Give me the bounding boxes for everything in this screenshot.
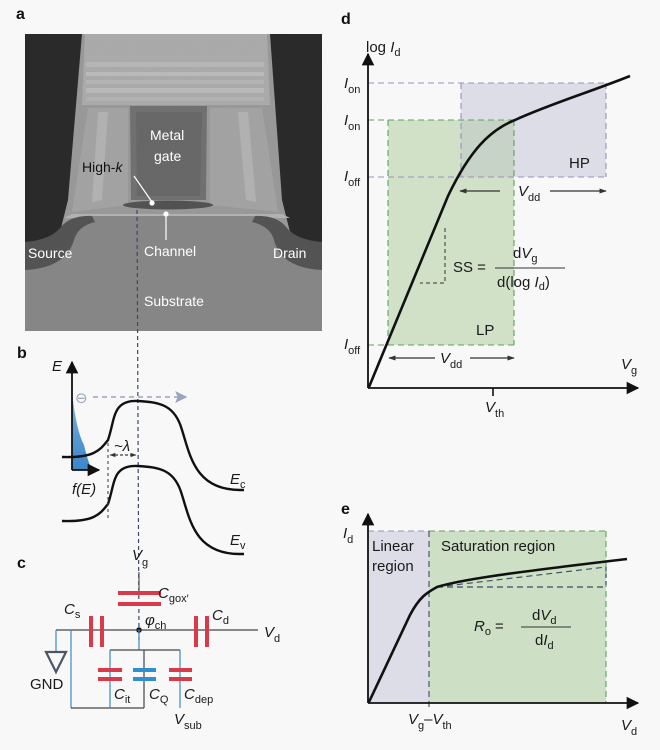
ro-slope-dashed xyxy=(436,566,607,588)
vdd-lp-label: Vdd xyxy=(440,350,462,371)
linear-region-label-line2: region xyxy=(372,558,414,575)
channel-dot xyxy=(163,211,169,217)
vg-minus-vth-tick-label: Vg–Vth xyxy=(408,711,452,732)
ro-formula-lhs: Ro= xyxy=(474,618,504,638)
saturation-region-label: Saturation region xyxy=(441,538,555,555)
output-curve xyxy=(367,557,628,703)
cs-label: Cs xyxy=(64,601,81,621)
panel-e-label: e xyxy=(341,501,350,518)
ss-formula-numerator: dVg xyxy=(513,245,537,265)
panel-d: d log Id Vg Vth Ion Ion Io xyxy=(341,11,640,420)
ev-label: Ev xyxy=(230,532,246,552)
distribution-label: f(E) xyxy=(72,481,96,498)
linear-region xyxy=(368,531,429,703)
cs-capacitor-left-plate xyxy=(89,616,93,647)
cdep-capacitor-bottom-plate xyxy=(169,677,192,681)
linear-region-label-line1: Linear xyxy=(372,538,414,555)
high-k-label: High-k xyxy=(82,159,123,175)
cq-label: CQ xyxy=(149,686,169,706)
conduction-band-curve xyxy=(61,399,244,492)
ground-icon xyxy=(44,650,68,675)
energy-axis-label: E xyxy=(52,358,63,375)
e-y-axis-label: Id xyxy=(343,525,353,546)
channel-label: Channel xyxy=(144,243,196,259)
saturation-region xyxy=(429,531,606,703)
cit-capacitor-top-plate xyxy=(98,668,122,672)
cdep-label: Cdep xyxy=(184,686,213,706)
vd-label: Vd xyxy=(264,624,280,645)
cgox-label: Cgox′ xyxy=(158,585,189,605)
d-x-axis-label: Vg xyxy=(621,356,637,377)
ec-label: Ec xyxy=(230,471,246,491)
cross-section-guide-line xyxy=(136,209,140,641)
gnd-label: GND xyxy=(30,676,64,693)
d-y-axis-label: log Id xyxy=(366,39,400,59)
panel-d-label: d xyxy=(341,11,351,28)
cit-capacitor-bottom-plate xyxy=(98,677,122,681)
ro-formula-numerator: dVd xyxy=(532,607,556,627)
electron-icon: ⊖ xyxy=(75,389,88,407)
gate-label: gate xyxy=(154,148,181,164)
vth-label: Vth xyxy=(485,399,504,420)
cit-label: Cit xyxy=(114,686,130,706)
ioff-hp-label: Ioff xyxy=(344,168,361,189)
ss-slope-triangle xyxy=(420,228,446,284)
substrate-label: Substrate xyxy=(144,293,204,309)
panel-a-label: a xyxy=(16,6,25,23)
lambda-label: ~λ xyxy=(114,438,130,455)
panel-c: c Vg Cgox′ φch Cs Cd Vd GND Cit xyxy=(17,547,280,732)
drain-label: Drain xyxy=(273,245,306,261)
cs-capacitor-right-plate xyxy=(100,616,104,647)
ion-lp-label: Ion xyxy=(344,112,360,133)
hp-label: HP xyxy=(569,155,590,172)
vg-label: Vg xyxy=(132,547,148,569)
source-label: Source xyxy=(28,245,73,261)
transfer-curve xyxy=(367,74,631,388)
cdep-capacitor-top-plate xyxy=(169,668,192,672)
panel-c-label: c xyxy=(17,555,26,572)
cq-capacitor-bottom-plate xyxy=(133,677,156,681)
cd-capacitor-left-plate xyxy=(194,616,198,647)
phi-ch-label: φch xyxy=(145,612,166,632)
cd-label: Cd xyxy=(212,607,229,627)
valence-band-curve xyxy=(61,464,244,556)
panel-e: e Id Vd Linear region Saturation region … xyxy=(341,501,640,738)
panel-b-label: b xyxy=(17,345,27,362)
vsub-label: Vsub xyxy=(174,711,202,732)
hp-lp-overlap-region xyxy=(461,120,514,177)
ion-hp-label: Ion xyxy=(344,75,360,96)
high-k-dot xyxy=(149,200,155,206)
panel-b: b E f(E) ⊖ ~λ Ec Ev xyxy=(17,345,246,556)
high-k-pointer xyxy=(133,175,153,203)
e-x-axis-label: Vd xyxy=(621,717,637,738)
ro-formula-denominator: dId xyxy=(535,632,554,652)
cq-capacitor-top-plate xyxy=(133,668,156,672)
cgox-capacitor-bottom-plate xyxy=(118,602,161,606)
ss-formula-denominator: d(log Id) xyxy=(497,274,550,293)
ss-formula-lhs: SS = xyxy=(453,259,486,276)
panel-a: a xyxy=(16,6,322,331)
fermi-distribution-fill xyxy=(72,392,92,470)
lp-label: LP xyxy=(476,322,494,339)
cd-capacitor-right-plate xyxy=(205,616,209,647)
metal-label: Metal xyxy=(150,127,184,143)
tem-micrograph xyxy=(25,34,322,331)
ioff-lp-label: Ioff xyxy=(344,336,361,357)
vdd-hp-label: Vdd xyxy=(518,183,540,204)
cgox-capacitor-top-plate xyxy=(118,591,161,595)
